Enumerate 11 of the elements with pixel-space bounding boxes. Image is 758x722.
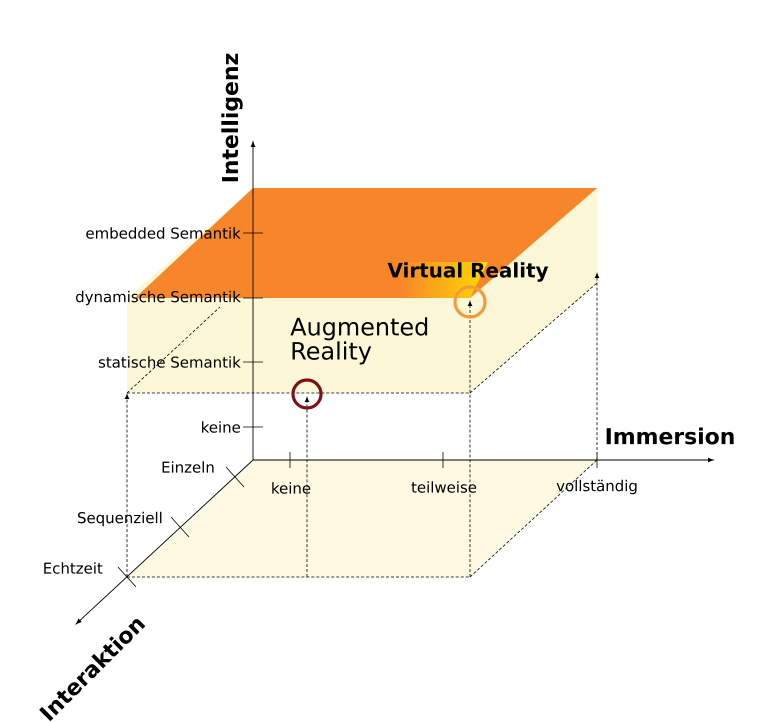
tick-label: teilweise [411,481,476,493]
tick-label: vollständig [556,480,636,494]
tick-label: keine [202,421,240,433]
tick-label: keine [272,482,310,494]
tick-label: statische Semantik [98,356,241,368]
axis-label: Immersion [606,428,734,444]
tick-label: Echtzeit [44,562,102,574]
region-label: Augmented Reality [290,317,428,364]
tick-label: Sequenziell [78,512,162,526]
axis-label: Intelligenz [221,54,243,182]
tick-label: Einzeln [162,461,214,473]
